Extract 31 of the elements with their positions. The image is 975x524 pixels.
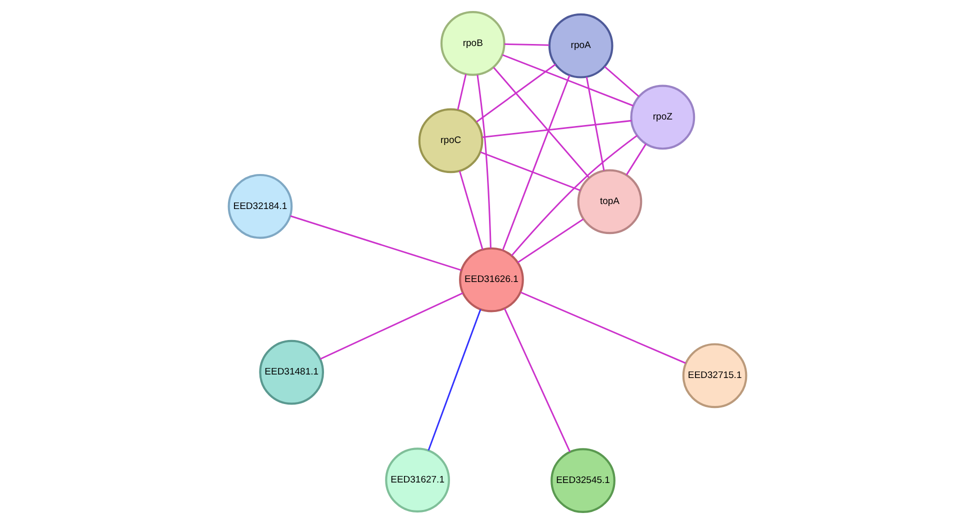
connector [511,134,638,256]
connector [502,74,570,250]
node-circle: rpoZ [630,84,696,150]
node-circle: topA [577,169,642,234]
node-circle: rpoA [548,13,614,78]
connector [458,170,484,250]
node-circle: EED31626.1 [459,247,524,312]
node-circle: rpoC [418,108,484,174]
connector [290,215,462,271]
connector [457,74,467,110]
connector [476,74,492,248]
connector [520,292,686,364]
node-circle: rpoB [440,10,506,76]
connector [493,66,590,178]
connector [517,218,584,264]
connector [504,43,550,46]
connector [586,76,605,171]
node-circle: EED32184.1 [228,174,293,239]
node-circle: EED32715.1 [682,343,748,408]
connector [626,144,647,176]
connector [604,66,640,98]
connector [502,54,634,106]
node-circle: EED32545.1 [550,448,616,514]
node-circle: EED31627.1 [385,448,450,513]
node-circle: EED31481.1 [259,340,324,405]
connector [480,151,581,192]
connector [504,308,571,452]
connector [428,309,482,451]
connector [476,64,556,123]
connector [482,120,632,138]
connector [320,292,464,360]
